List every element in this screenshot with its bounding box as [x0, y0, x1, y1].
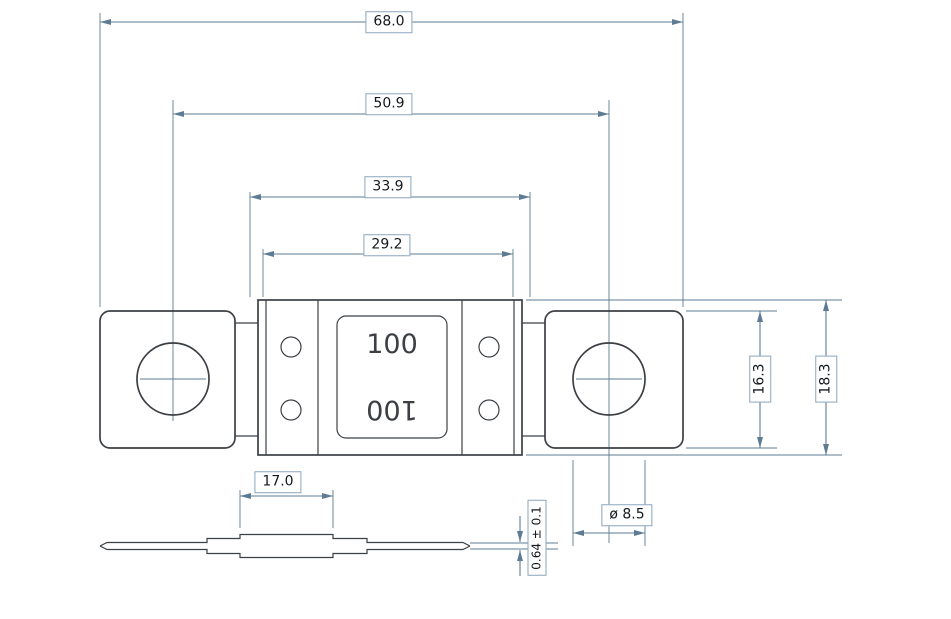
dim-side-center-lines: [239, 490, 334, 528]
fuse-rating-label-inverted: 100: [366, 394, 418, 425]
rivet-bottom-left: [280, 399, 302, 421]
dim-overall-length-lines: [99, 13, 684, 307]
dim-hole-spacing-lines: [172, 100, 610, 543]
dim-label-terminal-height: 16.3: [749, 355, 771, 403]
rivet-top-right: [478, 336, 500, 358]
dim-label-side-center: 17.0: [254, 471, 302, 493]
dim-label-housing-outer: 33.9: [364, 176, 412, 198]
right-terminal: [544, 310, 684, 449]
left-terminal: [99, 310, 236, 449]
dim-label-housing-inner: 29.2: [363, 234, 411, 256]
rivet-bottom-right: [478, 399, 500, 421]
fuse-top-view: 100 100: [99, 299, 684, 456]
dim-hole-diameter-lines: [572, 460, 646, 546]
dim-label-overall-length: 68.0: [365, 11, 413, 33]
dim-housing-inner-lines: [262, 249, 514, 297]
dim-label-overall-height: 18.3: [815, 355, 837, 403]
dim-label-blade-thickness: 0.64 ± 0.1: [527, 500, 547, 576]
dim-label-hole-spacing: 50.9: [365, 93, 413, 115]
fuse-side-view: [99, 533, 471, 559]
rating-plate: [336, 315, 448, 439]
right-mounting-hole: [572, 342, 646, 416]
dim-label-hole-diameter: ø 8.5: [601, 504, 653, 526]
rivet-top-left: [280, 336, 302, 358]
fuse-rating-label: 100: [366, 329, 418, 360]
fuse-housing: [257, 299, 523, 456]
left-mounting-hole: [136, 342, 210, 416]
